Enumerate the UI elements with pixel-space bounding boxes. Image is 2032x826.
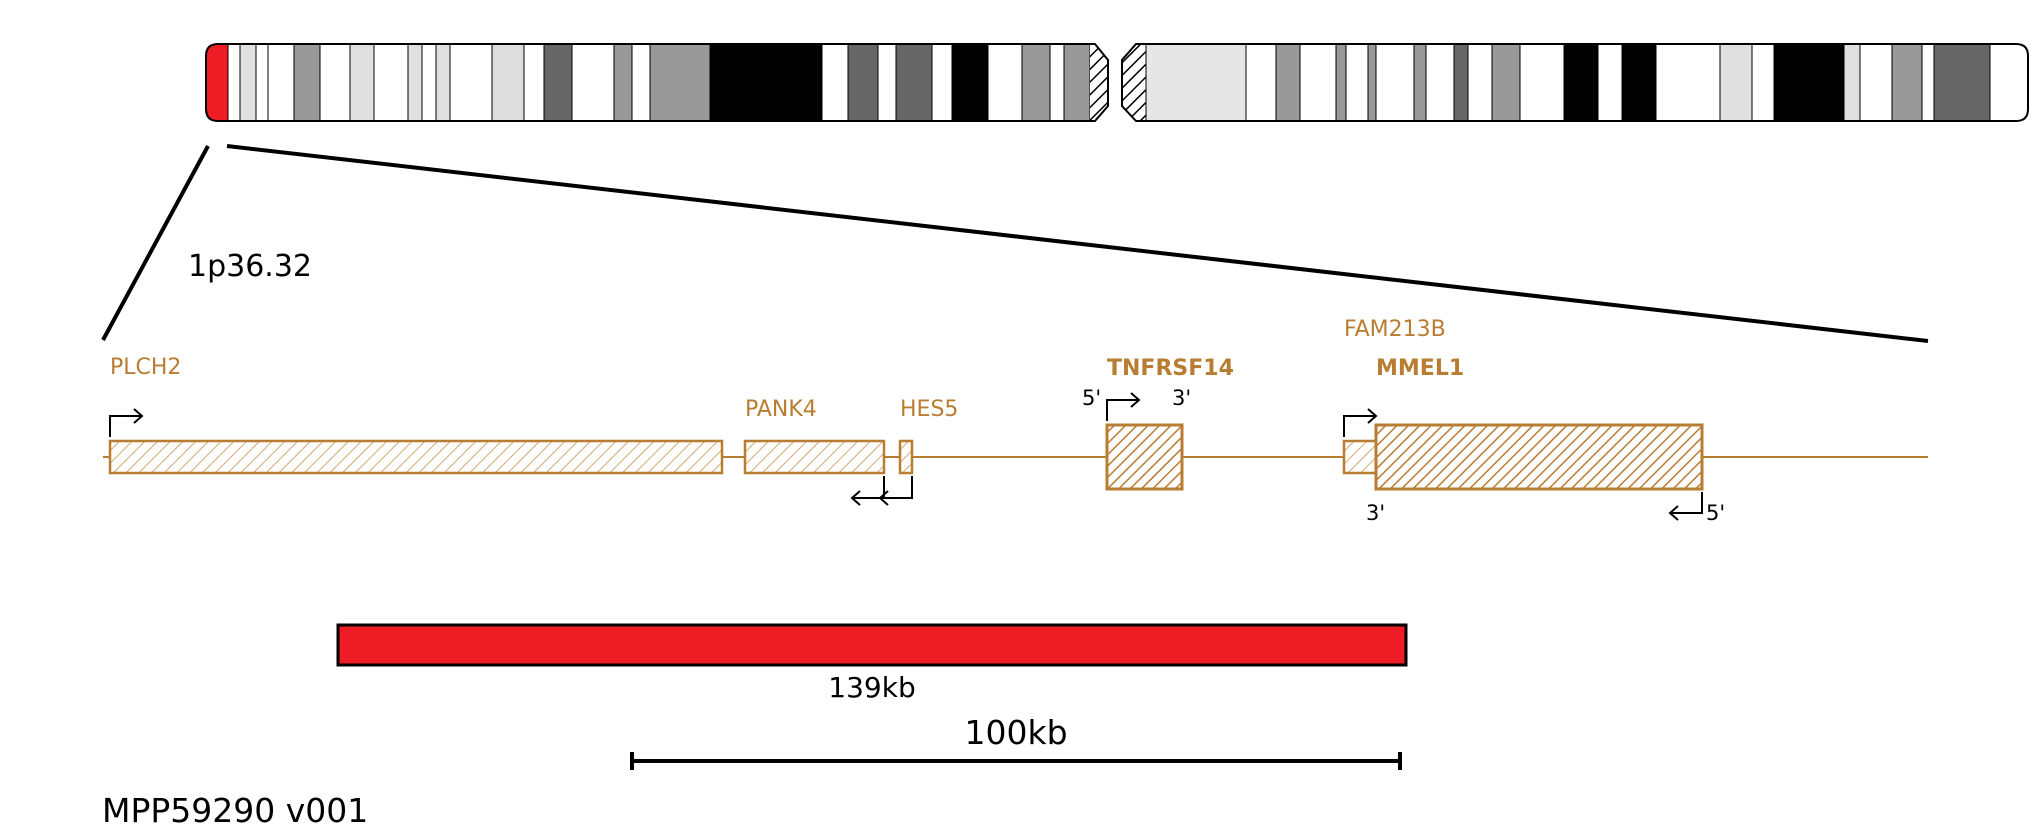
chr-band bbox=[631, 44, 651, 121]
chr-band bbox=[1519, 44, 1565, 121]
chr-band bbox=[951, 44, 989, 121]
chr-band bbox=[407, 44, 423, 121]
chr-band bbox=[1145, 44, 1247, 121]
tss-arrow-mmel1 bbox=[1668, 492, 1703, 521]
zoom-line-right bbox=[226, 144, 1929, 343]
chr-band bbox=[349, 44, 375, 121]
chr-band bbox=[1021, 44, 1051, 121]
zoom-line-left bbox=[101, 145, 210, 341]
band-label: 1p36.32 bbox=[188, 249, 312, 284]
chr-band bbox=[1425, 44, 1455, 121]
deletion-bar bbox=[336, 623, 1408, 667]
chr-band bbox=[255, 44, 269, 121]
chr-band bbox=[709, 44, 823, 121]
footer-id-label: MPP59290 v001 bbox=[102, 791, 368, 826]
chr-band bbox=[373, 44, 409, 121]
chr-band bbox=[319, 44, 351, 121]
chr-band bbox=[1655, 44, 1721, 121]
tss-arrow-tnfrsf14 bbox=[1106, 392, 1141, 421]
centromere bbox=[1090, 44, 1146, 121]
chr-band bbox=[1413, 44, 1427, 121]
chr-band bbox=[1467, 44, 1493, 121]
gene-label-fam213b: FAM213B bbox=[1344, 317, 1446, 342]
strand-3prime-mmel1: 3' bbox=[1366, 501, 1385, 525]
strand-5prime-tnfrsf14: 5' bbox=[1082, 386, 1101, 410]
chr-band bbox=[987, 44, 1023, 121]
band-highlight bbox=[206, 44, 228, 121]
chromosome-ideogram bbox=[205, 43, 2029, 122]
chr-band bbox=[1597, 44, 1623, 121]
chr-band bbox=[421, 44, 437, 121]
chr-band bbox=[1621, 44, 1657, 121]
chr-band bbox=[1345, 44, 1369, 121]
chr-band bbox=[227, 44, 241, 121]
chr-band bbox=[1563, 44, 1599, 121]
chr-band bbox=[449, 44, 493, 121]
chr-band bbox=[613, 44, 633, 121]
chr-band bbox=[1989, 44, 2028, 121]
chr-band bbox=[1299, 44, 1337, 121]
chr-band bbox=[1859, 44, 1893, 121]
gene-label-tnfrsf14: TNFRSF14 bbox=[1107, 356, 1234, 381]
chr-band bbox=[543, 44, 573, 121]
chr-band bbox=[1245, 44, 1277, 121]
chr-band bbox=[1335, 44, 1347, 121]
chr-band bbox=[1751, 44, 1775, 121]
chr-band bbox=[1933, 44, 1991, 121]
chr-band bbox=[1773, 44, 1845, 121]
chr-band bbox=[1453, 44, 1469, 121]
chr-band bbox=[895, 44, 933, 121]
chr-band bbox=[1719, 44, 1753, 121]
scale-bar bbox=[630, 752, 1402, 770]
deletion-size-label: 139kb bbox=[828, 671, 915, 704]
chr-band bbox=[1063, 44, 1091, 121]
gene-label-plch2: PLCH2 bbox=[110, 355, 181, 380]
tss-arrow-hes5 bbox=[878, 476, 913, 506]
chr-band bbox=[649, 44, 711, 121]
chr-band bbox=[1843, 44, 1861, 121]
chr-band bbox=[1049, 44, 1065, 121]
chr-band bbox=[877, 44, 897, 121]
gene-track: PLCH2 PANK4 HES5 TNFRSF14 5' 3' FAM213B … bbox=[103, 317, 1928, 525]
gene-label-hes5: HES5 bbox=[900, 397, 958, 422]
chr-band bbox=[821, 44, 849, 121]
chr-band bbox=[293, 44, 321, 121]
chr-band bbox=[931, 44, 953, 121]
gene-body-mmel1 bbox=[1374, 423, 1704, 491]
gene-body-hes5 bbox=[898, 439, 914, 475]
tss-arrow-pank4 bbox=[850, 476, 885, 506]
chr-band bbox=[847, 44, 879, 121]
chr-band bbox=[1891, 44, 1923, 121]
chr-band bbox=[571, 44, 615, 121]
p-arm-outline bbox=[205, 43, 1109, 122]
gene-label-pank4: PANK4 bbox=[745, 397, 817, 422]
gene-body-plch2 bbox=[108, 439, 724, 475]
chr-band bbox=[491, 44, 525, 121]
tss-arrow-plch2 bbox=[109, 408, 144, 437]
q-arm-outline bbox=[1121, 43, 2029, 122]
chr-band bbox=[1375, 44, 1415, 121]
gene-label-mmel1: MMEL1 bbox=[1376, 356, 1464, 381]
chr-band bbox=[1367, 44, 1377, 121]
strand-5prime-mmel1: 5' bbox=[1706, 501, 1725, 525]
strand-3prime-tnfrsf14: 3' bbox=[1172, 386, 1191, 410]
chr-band bbox=[435, 44, 451, 121]
tss-arrow-fam213b bbox=[1343, 408, 1378, 437]
chr-band bbox=[523, 44, 545, 121]
chr-band bbox=[267, 44, 295, 121]
chr-band bbox=[239, 44, 257, 121]
scale-bar-label: 100kb bbox=[964, 713, 1067, 752]
chr-band bbox=[1275, 44, 1301, 121]
chr-band bbox=[1491, 44, 1521, 121]
gene-body-pank4 bbox=[743, 439, 886, 475]
gene-body-tnfrsf14 bbox=[1105, 423, 1184, 491]
chr-band bbox=[1921, 44, 1935, 121]
